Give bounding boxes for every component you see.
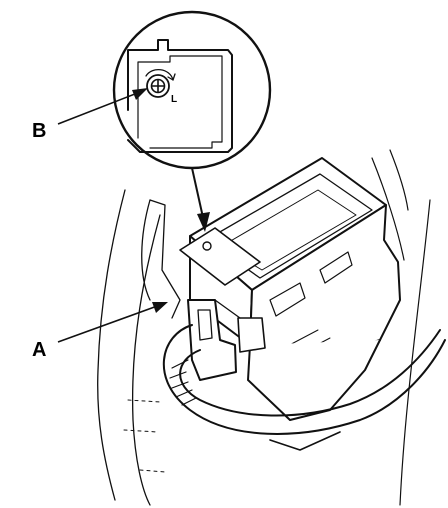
right-panel xyxy=(371,149,431,506)
rotation-label: L xyxy=(171,94,177,105)
screw-b-icon xyxy=(145,69,176,98)
callout-a: A xyxy=(32,302,168,361)
body-panel xyxy=(97,189,181,506)
control-unit xyxy=(179,157,401,451)
connector-plug xyxy=(187,299,266,381)
callout-a-label: A xyxy=(32,339,46,361)
detail-inset: L xyxy=(112,10,272,170)
wire-harness xyxy=(163,324,446,435)
callout-b-label: B xyxy=(32,120,46,142)
callout-b: B xyxy=(32,88,148,142)
inset-pointer-arrow xyxy=(191,167,210,232)
